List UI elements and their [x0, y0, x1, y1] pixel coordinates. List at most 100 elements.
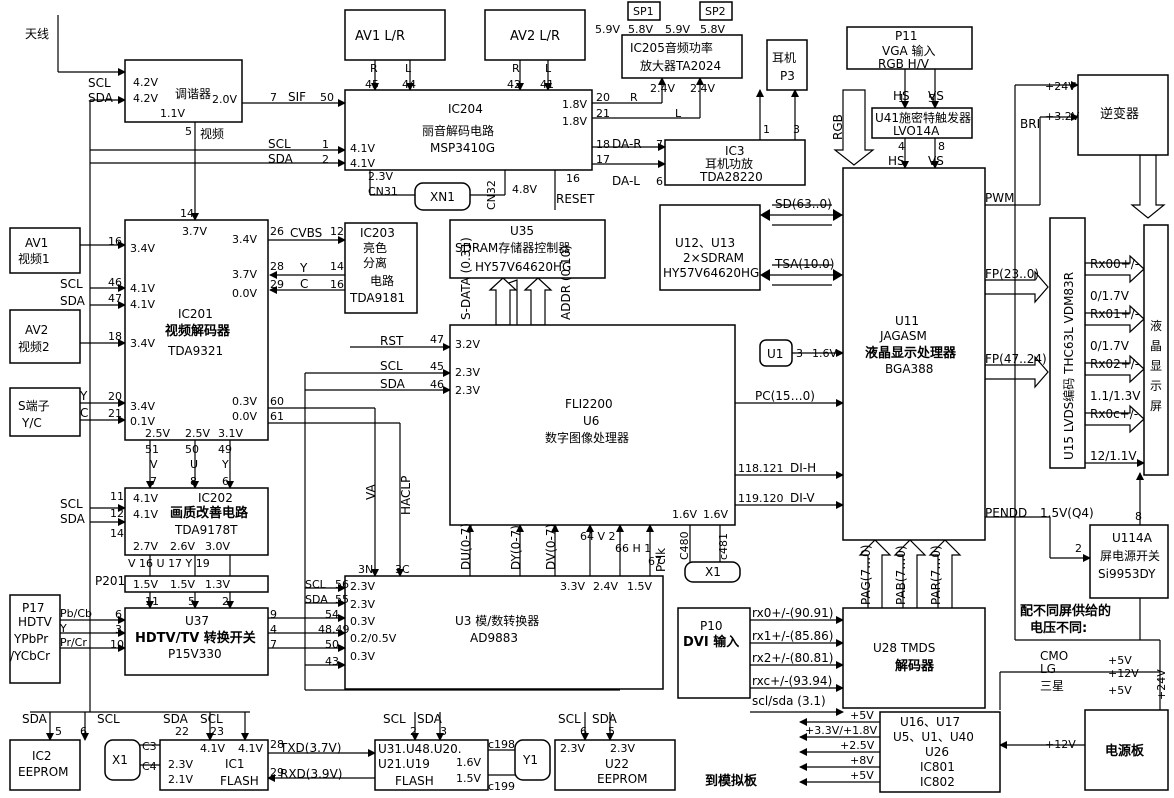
svg-text:1.8V: 1.8V — [562, 98, 587, 111]
svg-text:2.3V: 2.3V — [168, 758, 193, 771]
svg-text:7: 7 — [150, 475, 157, 488]
svg-text:41: 41 — [540, 78, 554, 91]
scl-u22: SCL — [558, 712, 581, 726]
u3-label-a: U3 模/数转换器 — [455, 613, 539, 628]
haclp-signal: HACLP — [399, 476, 413, 515]
svg-text:5.9V: 5.9V — [665, 23, 690, 36]
u31-label-c: FLASH — [395, 774, 434, 788]
svg-text:1.5V: 1.5V — [456, 772, 481, 785]
svg-text:4.8V: 4.8V — [512, 183, 537, 196]
u6-label-c: 数字图像处理器 — [545, 430, 629, 445]
lg-label: LG — [1040, 662, 1056, 676]
svg-text:23: 23 — [210, 725, 224, 738]
svg-text:1.1V: 1.1V — [160, 107, 185, 120]
svg-text:2: 2 — [222, 595, 229, 608]
svg-text:2: 2 — [410, 725, 417, 738]
va-signal: VA — [364, 484, 378, 500]
hs-signal: HS — [888, 154, 905, 168]
svg-text:51: 51 — [145, 443, 159, 456]
svg-text:3.7V: 3.7V — [232, 268, 257, 281]
sda-ic201: SDA — [60, 294, 86, 308]
svg-text:5: 5 — [185, 125, 192, 138]
lvds-v1: 0/1.7V — [1090, 289, 1130, 303]
c3-label: C3 — [142, 740, 157, 753]
lvds-v3: 1.1/1.3V — [1090, 389, 1141, 403]
c-signal: C — [300, 277, 308, 291]
xn1-label: XN1 — [430, 190, 455, 204]
c199-label: c199 — [488, 780, 515, 793]
svg-text:1.5V: 1.5V — [170, 578, 195, 591]
y1-label: Y1 — [522, 753, 538, 767]
scl-ic1: SCL — [200, 712, 223, 726]
svg-text:28: 28 — [270, 738, 284, 751]
video-signal: 视频 — [200, 126, 224, 141]
u22-label-b: EEPROM — [597, 772, 648, 786]
svg-text:64 V 2: 64 V 2 — [580, 530, 616, 543]
c-sterm: C — [80, 406, 88, 420]
svg-text:2.4V: 2.4V — [593, 580, 618, 593]
svg-text:2.7V: 2.7V — [133, 540, 158, 553]
u28-label-b: 解码器 — [894, 658, 935, 674]
lcd-label-2: 晶 — [1150, 339, 1162, 353]
svg-text:8: 8 — [190, 475, 197, 488]
u22-label-a: U22 — [605, 757, 629, 771]
u1-label: U1 — [767, 347, 783, 361]
scl-ic201: SCL — [60, 277, 83, 291]
svg-text:16: 16 — [330, 278, 344, 291]
svg-text:54: 54 — [325, 608, 339, 621]
pr-signal: Pr/Cr — [60, 636, 87, 649]
svg-text:14: 14 — [110, 527, 124, 540]
ic203-label-a: IC203 — [360, 226, 395, 240]
svg-text:2.3V: 2.3V — [455, 384, 480, 397]
lvds-v4: 12/1.1V — [1090, 449, 1137, 463]
svg-text:V 16 U 17 Y 19: V 16 U 17 Y 19 — [128, 557, 210, 570]
scl-ic204: SCL — [268, 137, 291, 151]
svg-text:8: 8 — [1135, 510, 1142, 523]
rx2-signal: rx2+/-(80.81) — [752, 651, 834, 665]
svg-text:3: 3 — [793, 123, 800, 136]
svg-text:4.1V: 4.1V — [238, 742, 263, 755]
sda-ic2: SDA — [22, 712, 48, 726]
svg-text:2.5V: 2.5V — [145, 427, 170, 440]
sterm-label-a: S端子 — [18, 399, 50, 413]
lvds-v2: 0/1.7V — [1090, 339, 1130, 353]
svg-text:2.5V: 2.5V — [185, 427, 210, 440]
u6-label-a: FLI2200 — [565, 397, 613, 411]
svg-text:2.1V: 2.1V — [168, 773, 193, 786]
ic2-label-b: EEPROM — [18, 765, 69, 779]
sda-ic204: SDA — [268, 152, 294, 166]
sda-u22: SDA — [592, 712, 618, 726]
u16-label-c: U26 — [925, 745, 949, 759]
sdram-label-a: U12、U13 — [675, 236, 735, 250]
u37-label-a: U37 — [185, 614, 209, 628]
svg-text:29: 29 — [270, 278, 284, 291]
svg-text:L: L — [675, 107, 682, 120]
svg-text:1.3V: 1.3V — [205, 578, 230, 591]
svg-text:4.1V: 4.1V — [200, 742, 225, 755]
svg-text:3.4V: 3.4V — [130, 337, 155, 350]
ic3-label-c: TDA28220 — [699, 170, 763, 184]
ic205-label-b: 放大器TA2024 — [640, 58, 721, 73]
svg-text:2.3V: 2.3V — [610, 742, 635, 755]
scl-u31: SCL — [383, 712, 406, 726]
earphone-label-a: 耳机 — [772, 51, 796, 65]
y-p17: Y — [59, 622, 67, 635]
svg-text:5: 5 — [608, 725, 615, 738]
svg-text:6: 6 — [580, 725, 587, 738]
ic204-label-b: 丽音解码电路 — [422, 123, 494, 138]
svg-text:2.3V: 2.3V — [368, 170, 393, 183]
p17-label-d: /YCbCr — [10, 649, 50, 663]
ic3-label-b: 耳机功放 — [705, 156, 753, 171]
svg-text:49: 49 — [218, 443, 232, 456]
svg-text:61: 61 — [270, 410, 284, 423]
p201-signal: P201 — [95, 574, 125, 588]
vs-signal-top: VS — [928, 89, 944, 103]
sda-tuner: SDA — [88, 91, 114, 105]
av2lr-label: AV2 L/R — [510, 29, 560, 44]
svg-text:5.8V: 5.8V — [628, 23, 653, 36]
rx1-signal: rx1+/-(85.86) — [752, 629, 834, 643]
pwm-signal: PWM — [985, 191, 1014, 205]
svg-text:4: 4 — [270, 623, 277, 636]
sclsda-signal: scl/sda (3.1) — [752, 694, 826, 708]
svg-text:21: 21 — [108, 407, 122, 420]
